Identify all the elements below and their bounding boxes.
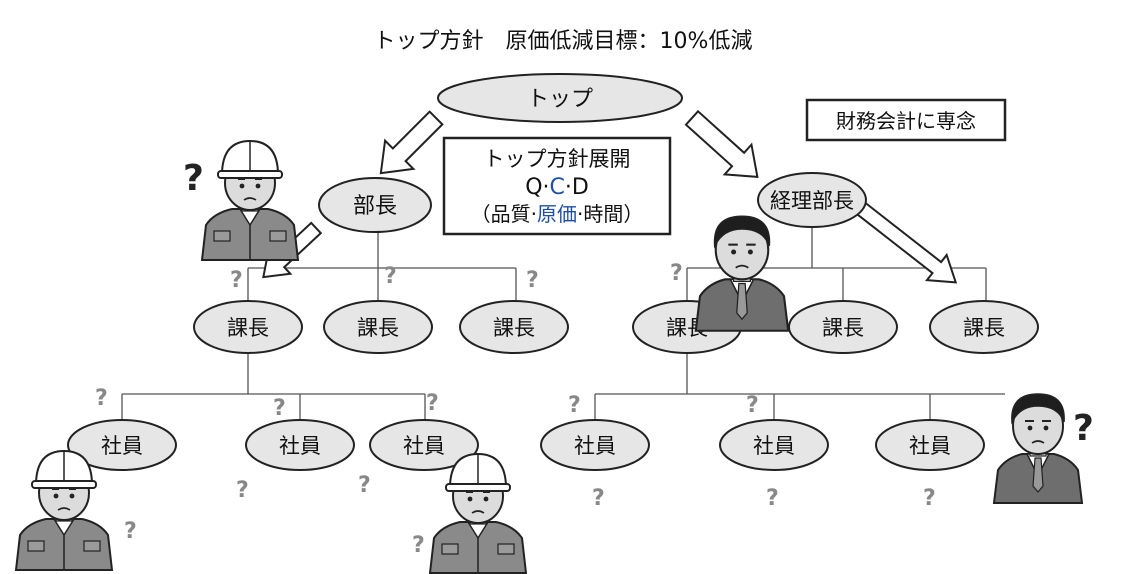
left-head-node: 部長: [318, 177, 432, 233]
person-left-staff-helmet: [15, 450, 113, 571]
finance-box: 財務会計に専念: [805, 98, 1007, 142]
person-right-staff-suit: [993, 393, 1083, 504]
arrow-finance-bypass: [852, 199, 958, 284]
svg-text:社員: 社員: [101, 434, 143, 458]
policy-line2: Q·C·D: [525, 175, 589, 200]
question-mark: ?: [230, 268, 243, 293]
question-mark: ?: [568, 393, 581, 418]
left-staff-node-1: 社員: [67, 419, 177, 471]
question-mark: ?: [273, 396, 286, 421]
svg-text:課長: 課長: [227, 316, 269, 340]
top-node: トップ: [437, 73, 683, 123]
question-mark: ?: [426, 391, 439, 416]
left-manager-node-3: 課長: [459, 300, 569, 354]
question-mark: ?: [236, 478, 249, 503]
policy-line3: （品質·原価·時間）: [471, 202, 644, 226]
svg-text:課長: 課長: [822, 316, 864, 340]
question-mark: ?: [384, 264, 397, 289]
question-mark: ?: [746, 393, 759, 418]
svg-text:社員: 社員: [909, 434, 951, 458]
arrow-top-to-right: [684, 109, 759, 178]
finance-box-label: 財務会計に専念: [836, 109, 976, 133]
policy-box: トップ方針展開 Q·C·D （品質·原価·時間）: [442, 136, 672, 236]
question-mark: ?: [412, 533, 425, 558]
person-center-staff-helmet: [429, 453, 527, 574]
diagram-title: トップ方針 原価低減目標：10%低減: [374, 29, 753, 54]
question-mark: ?: [766, 486, 779, 511]
right-head-node: 経理部長: [757, 172, 867, 228]
question-mark: ?: [592, 486, 605, 511]
policy-line1: トップ方針展開: [484, 147, 631, 171]
svg-text:社員: 社員: [403, 434, 445, 458]
person-left-head-helmet: [201, 140, 299, 261]
svg-text:課長: 課長: [357, 316, 399, 340]
arrow-top-to-left: [379, 110, 444, 175]
svg-text:部長: 部長: [353, 194, 397, 219]
right-manager-node-2: 課長: [788, 300, 898, 354]
svg-text:課長: 課長: [963, 316, 1005, 340]
question-mark: ?: [358, 473, 371, 498]
right-staff-node-3: 社員: [875, 419, 985, 471]
question-mark: ?: [526, 268, 539, 293]
left-manager-node-1: 課長: [193, 300, 303, 354]
svg-text:課長: 課長: [493, 316, 535, 340]
question-mark: ?: [124, 519, 137, 544]
left-staff-node-2: 社員: [245, 419, 355, 471]
question-mark: ?: [923, 486, 936, 511]
left-manager-node-2: 課長: [323, 300, 433, 354]
question-mark: ?: [670, 261, 683, 286]
right-staff-node-1: 社員: [540, 419, 650, 471]
top-node-label: トップ: [527, 87, 593, 112]
right-manager-node-3: 課長: [929, 300, 1039, 354]
svg-text:社員: 社員: [753, 434, 795, 458]
left-staff-node-3: 社員: [369, 419, 479, 471]
question-mark: ?: [95, 386, 108, 411]
person-right-head-suit: [694, 215, 790, 332]
svg-text:社員: 社員: [574, 434, 616, 458]
question-mark: ?: [1073, 408, 1094, 449]
right-staff-node-2: 社員: [719, 419, 829, 471]
question-mark: ?: [183, 158, 204, 199]
svg-text:社員: 社員: [279, 434, 321, 458]
question-marks: ? ? ? ? ? ? ? ? ? ? ? ? ? ? ? ? ? ?: [95, 158, 1094, 558]
svg-text:経理部長: 経理部長: [770, 189, 854, 213]
